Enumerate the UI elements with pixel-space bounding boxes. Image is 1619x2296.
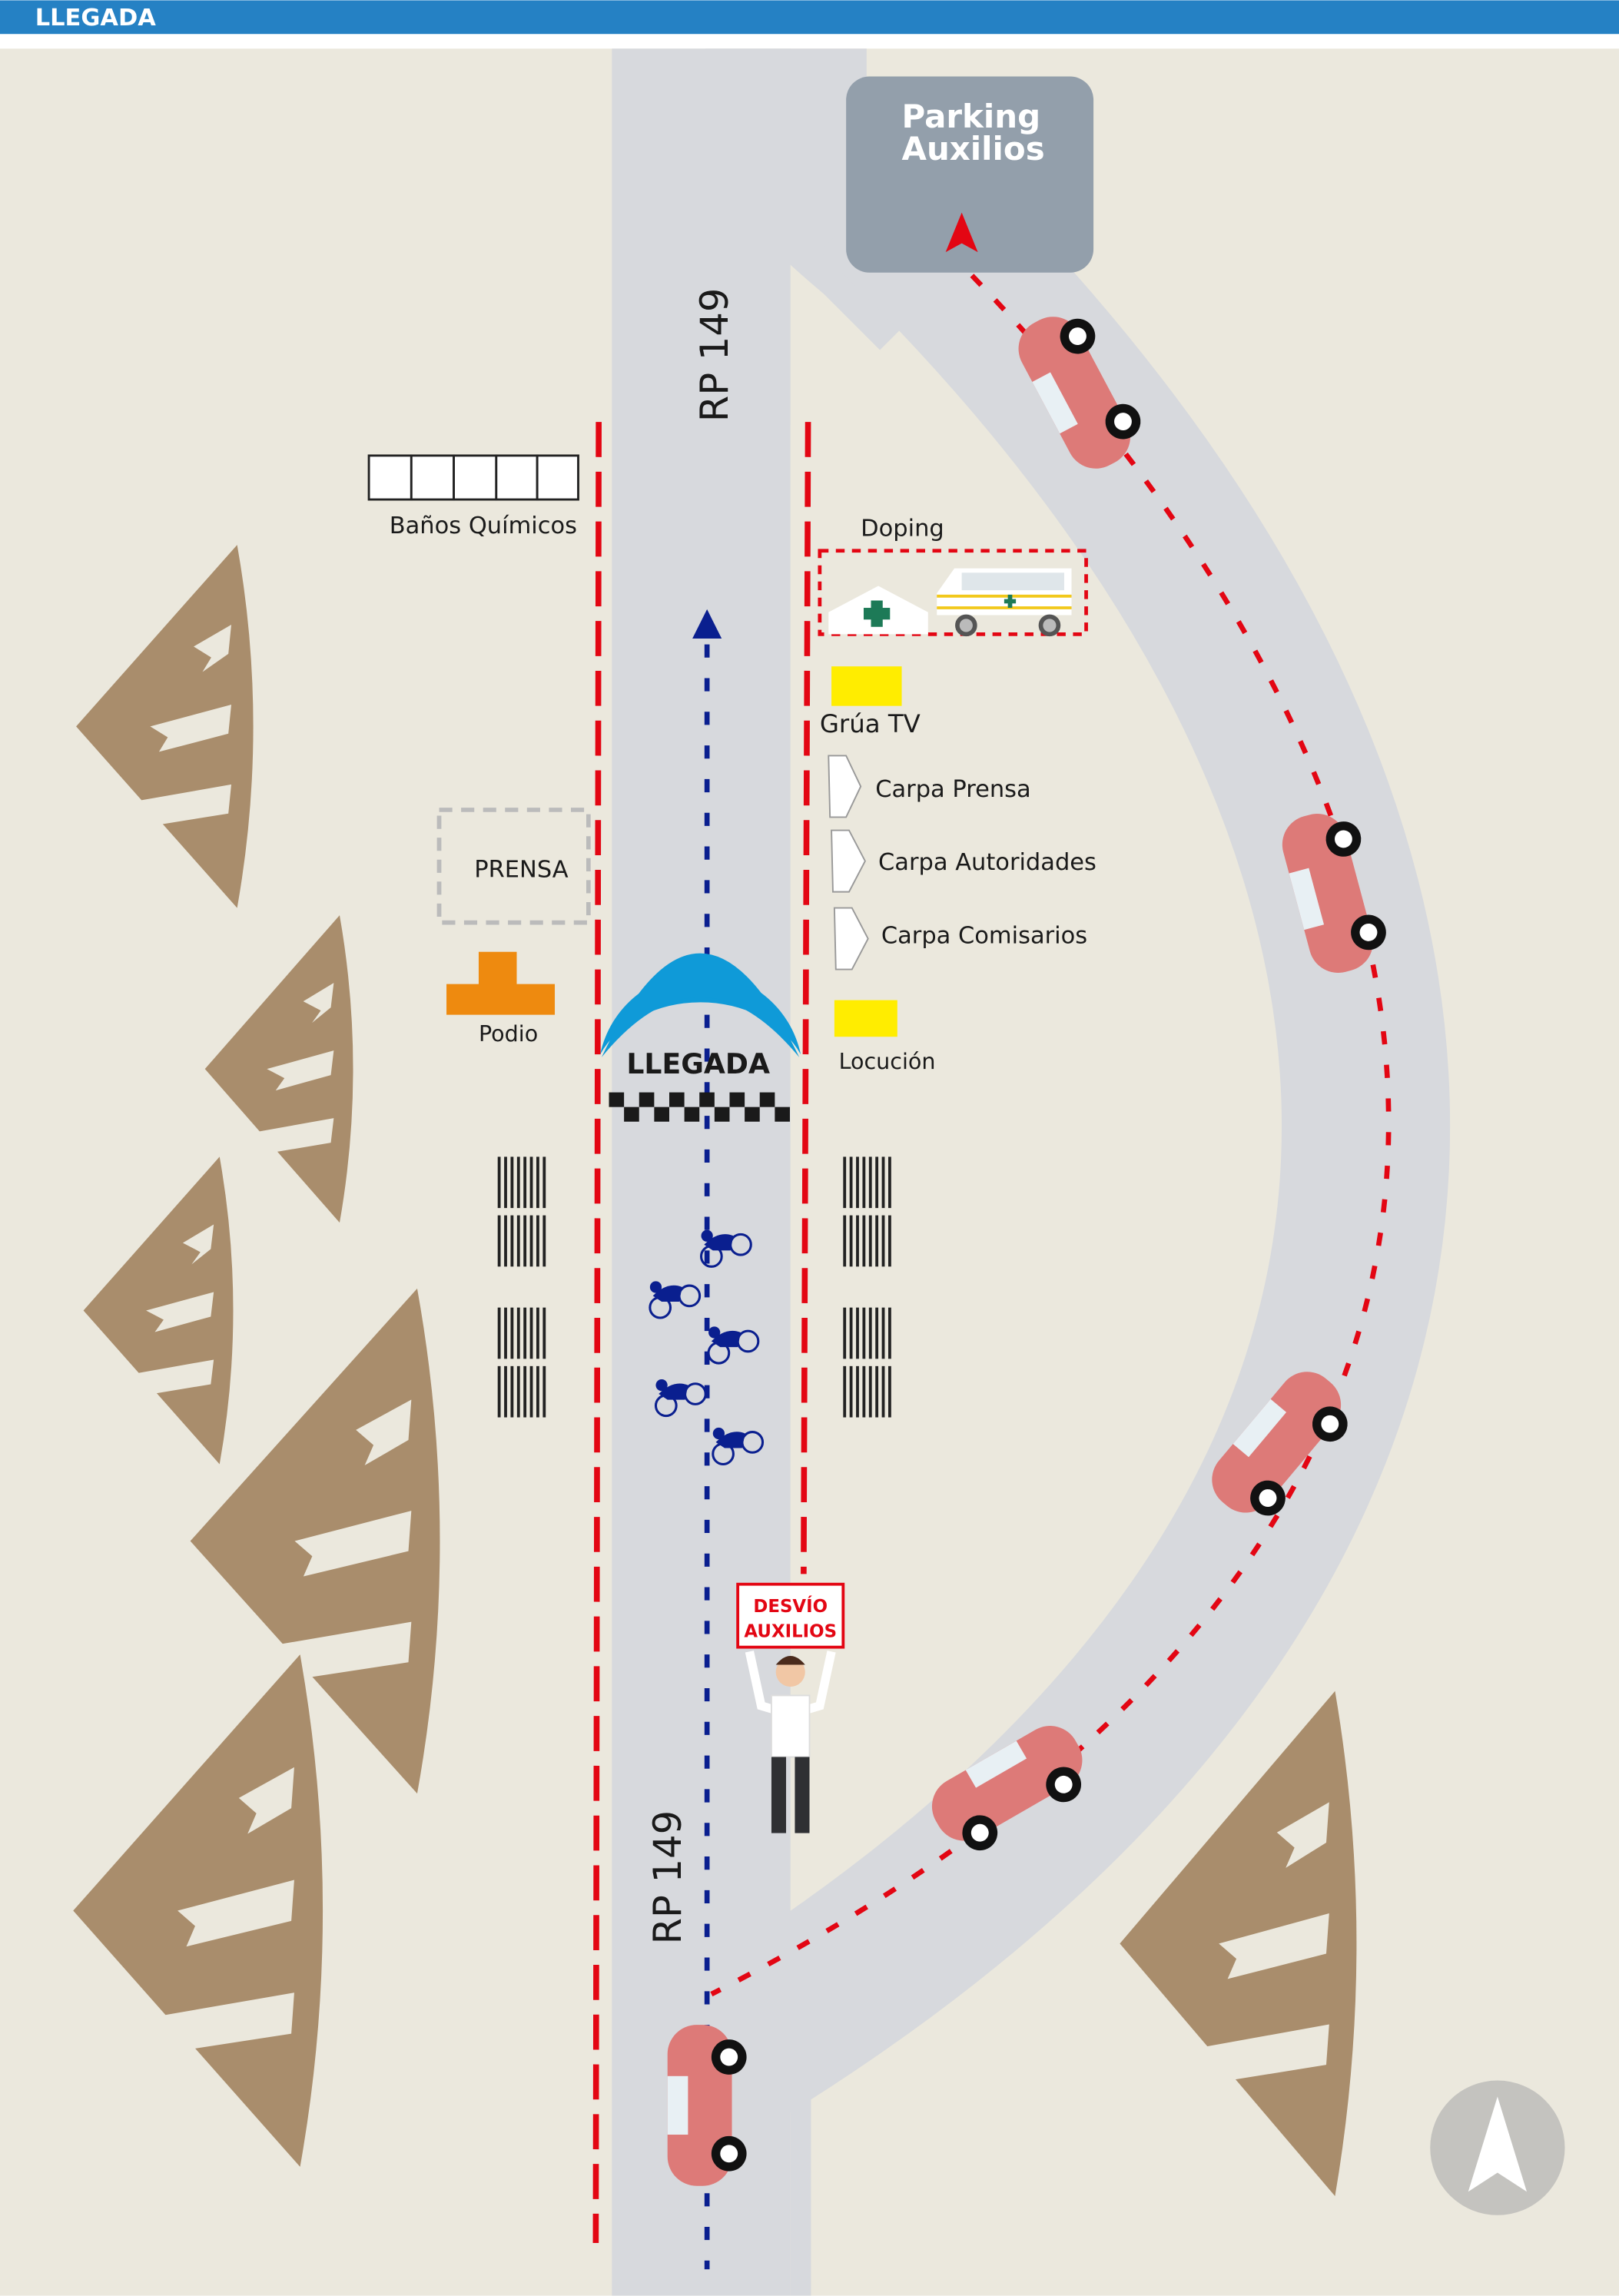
- podium-label: Podio: [479, 1020, 538, 1047]
- car-icon: [1282, 814, 1386, 974]
- grandstand: [843, 1307, 891, 1359]
- tent-icon: [833, 907, 869, 970]
- main-road-rp149: [612, 48, 791, 2296]
- chemical-toilets: [367, 454, 579, 501]
- mountain-icon: [83, 1156, 234, 1465]
- doping-area: [818, 549, 1088, 636]
- road-label-bottom: RP 149: [645, 1810, 690, 1945]
- commissaries-tent-label: Carpa Comisarios: [881, 922, 1087, 949]
- tent-icon: [828, 755, 862, 818]
- cyclist-icon: [712, 1427, 765, 1466]
- toilets-label: Baños Químicos: [390, 513, 577, 539]
- header-bar: [0, 0, 1619, 35]
- grandstand: [497, 1156, 546, 1209]
- grandstands: [497, 1156, 891, 1418]
- press-tent-label: Carpa Prensa: [875, 776, 1030, 803]
- grandstand: [497, 1365, 546, 1418]
- mountain-icon: [190, 1288, 440, 1794]
- mountain-icon: [204, 915, 353, 1223]
- finish-line: [609, 1092, 790, 1122]
- cars-group: [667, 317, 1386, 2186]
- parking-label-1: Parking: [902, 98, 1041, 135]
- road-label-top: RP 149: [692, 288, 737, 423]
- doping-label: Doping: [861, 516, 944, 542]
- car-icon: [931, 1726, 1083, 1851]
- grandstand: [843, 1156, 891, 1209]
- detour-sign-line1: DESVÍO: [753, 1595, 828, 1617]
- grandstand: [843, 1365, 891, 1418]
- parking-auxilios: [846, 76, 1094, 273]
- cyclist-icon: [707, 1326, 760, 1365]
- detour-sign: [736, 1582, 845, 1649]
- finish-arch-label: LLEGADA: [626, 1047, 770, 1080]
- cyclist-icon: [654, 1379, 707, 1418]
- car-icon: [667, 2025, 747, 2186]
- grandstand: [497, 1307, 546, 1359]
- mountain-icon: [1120, 1690, 1357, 2197]
- arrow-up-icon: [692, 609, 722, 639]
- car-icon: [1018, 317, 1141, 469]
- barrier-left: [592, 422, 602, 2243]
- grandstand: [843, 1215, 891, 1267]
- arrow-up-icon: [945, 212, 978, 253]
- mountains: [73, 545, 1357, 2197]
- cyclist-icon: [700, 1229, 752, 1268]
- ambulance-icon: [937, 568, 1072, 637]
- barrier-right: [801, 422, 811, 1574]
- grandstand: [497, 1215, 546, 1267]
- authorities-tent-label: Carpa Autoridades: [878, 849, 1096, 876]
- parking-label-2: Auxilios: [902, 130, 1045, 168]
- detour-sign-line2: AUXILIOS: [744, 1621, 837, 1641]
- header-title: LLEGADA: [35, 5, 157, 32]
- podium-icon: [446, 951, 556, 1015]
- cyclists-group: [649, 1229, 765, 1466]
- cyclist-icon: [649, 1281, 702, 1319]
- tent-icon: [831, 829, 866, 893]
- announcer-label: Locución: [839, 1048, 936, 1074]
- press-area-label: PRENSA: [474, 857, 568, 884]
- medical-tent-icon: [828, 586, 928, 635]
- tv-crane-label: Grúa TV: [820, 709, 921, 738]
- announcer-marker: [834, 1000, 897, 1037]
- mountain-icon: [73, 1654, 323, 2167]
- compass-north-icon: [1430, 2080, 1565, 2215]
- tv-crane-marker: [831, 666, 902, 706]
- mountain-icon: [76, 545, 254, 908]
- car-icon: [1212, 1372, 1348, 1516]
- press-area: [436, 808, 591, 925]
- person-icon: [745, 1651, 836, 1833]
